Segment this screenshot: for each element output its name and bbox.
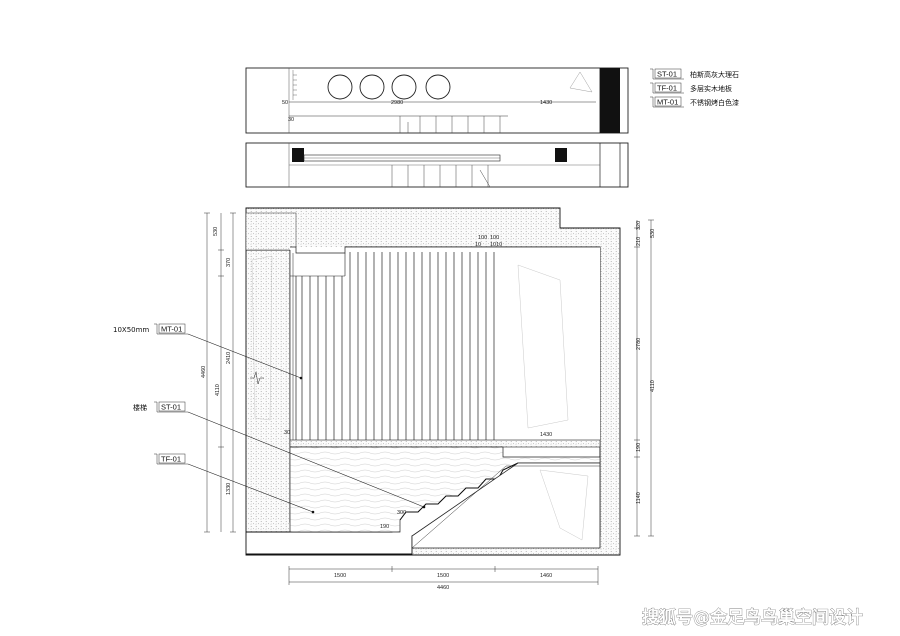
watermark-text: 搜狐号@金足鸟鸟巢空间设计 [642,607,863,628]
dim-left-2410: 2410 [226,352,232,364]
bottom-dimension-chain [288,566,599,585]
callout-tf01: TF-01 [154,453,315,514]
elevation-lower [245,142,629,188]
elevation-upper: 2980 1430 50 30 [245,67,629,134]
material-legend: ST-01 柏斯高灰大理石 TF-01 多层实木地板 MT-01 不锈钢烤白色漆 [650,68,739,108]
dim-left-4460: 4460 [201,366,207,378]
callout-st01: 楼梯 ST-01 [133,401,426,509]
left-dimension-chain [204,212,236,533]
legend-text-st01: 柏斯高灰大理石 [690,70,739,79]
callout-st-code: ST-01 [161,403,181,412]
dim-right-1140: 1140 [636,492,642,504]
dim-1430-elev: 1430 [540,100,552,106]
dim-left-370: 370 [226,258,232,267]
dim-right-320: 320 [636,221,642,230]
dim-left-4110: 4110 [215,384,221,396]
legend-code-st01: ST-01 [657,70,677,79]
callout-tf-code: TF-01 [161,455,181,464]
decor-circle-2 [359,74,385,100]
decor-circle-4 [425,74,451,100]
dim-bottom-1460: 1460 [540,573,552,579]
legend-item-st01: ST-01 柏斯高灰大理石 [650,68,739,80]
callout-stair-label: 楼梯 [133,403,147,412]
dim-30-plan: 30 [284,430,290,436]
dim-rail-100a: 100 [478,235,487,241]
floor-plan [245,207,621,556]
callout-mt-size: 10X50mm [113,326,149,334]
dim-rail-10: 10 [475,242,481,248]
dim-right-190: 190 [636,443,642,452]
right-dimension-chain [634,219,654,537]
dim-right-210: 210 [636,237,642,246]
plan-dimensions: 100 100 10 1010 1430 30 300 190 [284,235,552,530]
decor-circle-1 [327,74,353,100]
dim-30-elev: 30 [288,117,294,123]
break-mark [250,371,264,385]
dim-left-1330: 1330 [226,483,232,495]
railing-slats [295,252,495,440]
dim-left-530: 530 [213,227,219,236]
dim-rail-100b: 100 [490,235,499,241]
dim-50-elev: 50 [282,100,288,106]
dim-right-4110: 4110 [650,380,656,392]
dim-300: 300 [397,510,406,516]
legend-text-mt01: 不锈钢烤白色漆 [690,98,739,107]
legend-item-mt01: MT-01 不锈钢烤白色漆 [650,96,739,108]
decor-circle-3 [391,74,417,100]
legend-item-tf01: TF-01 多层实木地板 [650,82,732,94]
legend-code-mt01: MT-01 [657,98,678,107]
dim-rail-1010: 1010 [490,242,502,248]
dim-right-2780: 2780 [636,338,642,350]
legend-text-tf01: 多层实木地板 [690,84,732,93]
dim-2980: 2980 [391,100,403,106]
dim-bottom-1500b: 1500 [437,573,449,579]
legend-code-tf01: TF-01 [657,84,677,93]
dim-1430-plan: 1430 [540,432,552,438]
dim-right-530: 530 [650,229,656,238]
dim-bottom-1500a: 1500 [334,573,346,579]
dim-bottom-4460: 4460 [437,585,449,591]
callout-mt-code: MT-01 [161,325,182,334]
callout-mt01: 10X50mm MT-01 [113,323,303,380]
dim-190-plan: 190 [380,524,389,530]
